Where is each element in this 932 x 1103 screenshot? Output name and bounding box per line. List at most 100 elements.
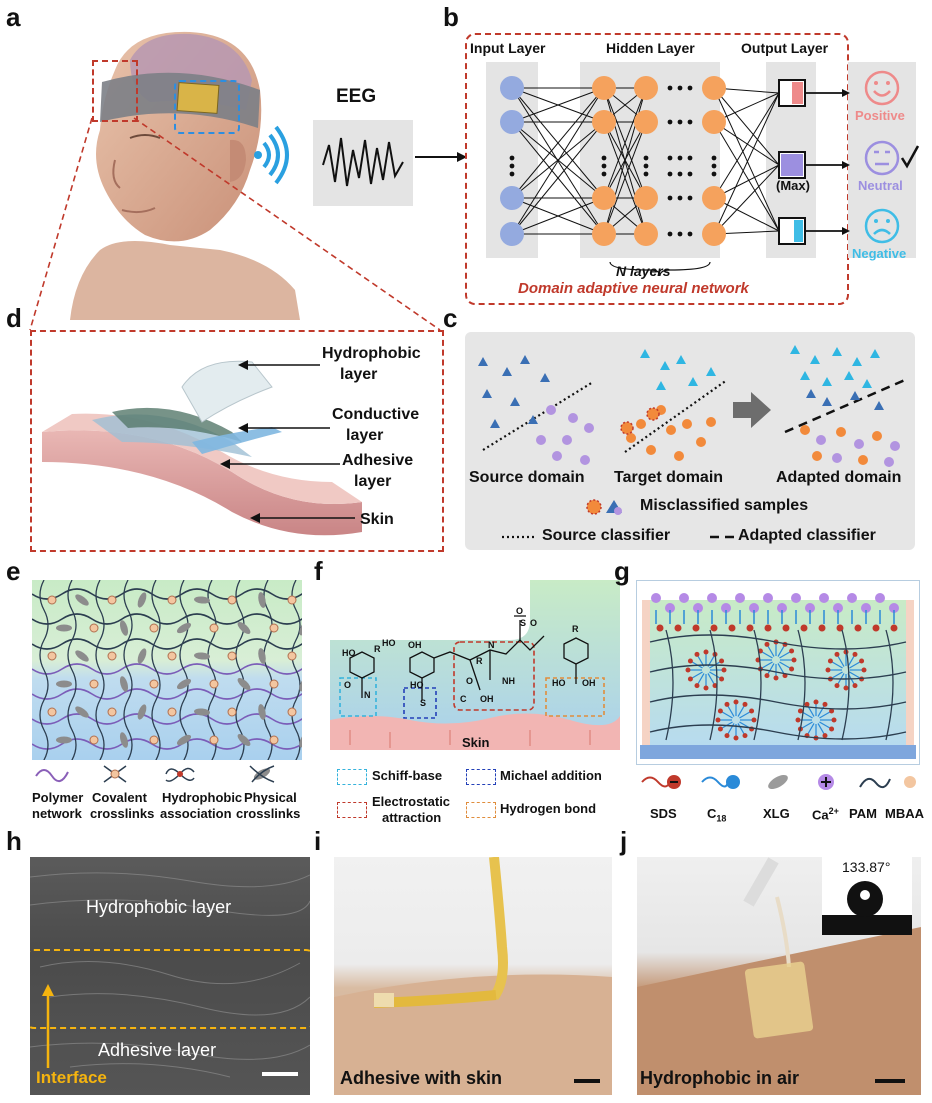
misclassified-marker (586, 499, 622, 515)
sample-dot (816, 435, 826, 445)
svg-text:R: R (374, 644, 381, 654)
schiff-swatch (337, 769, 367, 785)
panel-label-c: c (443, 303, 458, 333)
svg-text:S: S (520, 618, 526, 628)
sample-triangle (852, 357, 862, 366)
sample-triangle (478, 357, 488, 366)
electrostatic-swatch (337, 802, 367, 818)
sample-dot (706, 417, 716, 427)
chip-highlight-blue (174, 80, 240, 134)
adhesive-label-1: Adhesive (342, 452, 414, 469)
sample-triangle (528, 415, 538, 424)
sample-dot (626, 433, 636, 443)
adhesive-label-2: layer (354, 473, 392, 490)
sample-triangle (806, 389, 816, 398)
panel-label-g: g (614, 556, 630, 586)
svg-text:O: O (466, 676, 473, 686)
legend-mbaa: MBAA (885, 806, 924, 821)
panel-label-h: h (6, 826, 22, 856)
schiff-label: Schiff-base (372, 768, 443, 783)
hidden-node (634, 76, 658, 100)
hidden-layer-label: Hidden Layer (606, 40, 695, 56)
classifier-legend-lines (502, 535, 738, 539)
hydrogen-swatch (466, 802, 496, 818)
output-layer-label: Output Layer (741, 40, 829, 56)
output-neutral: Neutral (858, 178, 903, 193)
hidden-node (702, 222, 726, 246)
sample-dot (812, 451, 822, 461)
panel-label-b: b (443, 2, 459, 32)
sample-dot (884, 457, 894, 467)
conductive-label-2: layer (346, 427, 384, 444)
sample-triangle (706, 367, 716, 376)
legend-ca: Ca2+ (812, 806, 839, 823)
sample-dot (636, 419, 646, 429)
svg-text:OH: OH (582, 678, 596, 688)
svg-text:O: O (530, 618, 537, 628)
source-domain-label: Source domain (469, 469, 585, 486)
legend-hydrophobic-2: association (160, 806, 232, 821)
layer-arrows (220, 360, 355, 523)
sample-triangle (874, 401, 884, 410)
legend-xlg: XLG (763, 806, 790, 821)
panel-label-d: d (6, 303, 22, 333)
panel-label-j: j (620, 826, 628, 856)
interface-label: Interface (36, 1068, 107, 1087)
sample-triangle (660, 361, 670, 370)
sample-triangle (688, 377, 698, 386)
sample-dot (832, 453, 842, 463)
adhesive-photo (334, 857, 612, 1095)
adhesive-layer-label-h: Adhesive layer (98, 1040, 217, 1060)
svg-text:R: R (476, 656, 483, 666)
sample-triangle (844, 371, 854, 380)
hydrogel-network-illustration (32, 580, 302, 760)
svg-text:S: S (420, 698, 426, 708)
sample-dot (696, 437, 706, 447)
sample-triangle (656, 381, 666, 390)
network-legend-icons (35, 765, 275, 783)
panel-label-i: i (314, 826, 322, 856)
svg-text:HO: HO (342, 648, 356, 658)
sample-triangle (870, 349, 880, 358)
svg-text:R: R (572, 624, 579, 634)
max-label: (Max) (776, 178, 810, 193)
sample-dot (562, 435, 572, 445)
legend-sds: SDS (650, 806, 677, 821)
panel-label-e: e (6, 556, 21, 586)
sample-dot (552, 451, 562, 461)
interface-highlight (30, 949, 310, 1029)
svg-text:N: N (364, 690, 371, 700)
hidden-node (592, 110, 616, 134)
sample-triangle (832, 347, 842, 356)
contact-angle-inset (822, 857, 912, 935)
sample-dot (674, 451, 684, 461)
michael-label: Michael addition (500, 768, 602, 783)
sample-triangle (850, 391, 860, 400)
adapted-classifier-label: Adapted classifier (738, 527, 876, 544)
skin-label: Skin (360, 511, 394, 528)
hidden-node (634, 222, 658, 246)
sample-dot (546, 405, 556, 415)
wireless-icon (254, 125, 289, 185)
input-node (500, 222, 524, 246)
output-negative: Negative (852, 246, 907, 261)
sample-triangle (862, 379, 872, 388)
legend-pam: PAM (849, 806, 877, 821)
legend-c18: C18 (707, 806, 727, 824)
hidden-node (634, 186, 658, 210)
legend-polymer-2: network (32, 806, 82, 821)
sample-dot (872, 431, 882, 441)
sample-triangle (676, 355, 686, 364)
electrostatic-label-1: Electrostatic (372, 794, 451, 809)
svg-text:HO: HO (552, 678, 566, 688)
electrostatic-label-2: attraction (382, 810, 442, 825)
svg-text:O: O (516, 606, 523, 616)
sample-dot (646, 445, 656, 455)
target-domain-label: Target domain (614, 469, 724, 486)
svg-text:OH: OH (408, 640, 422, 650)
sem-image (30, 857, 310, 1095)
domain-adaptation-plot (478, 345, 906, 467)
hidden-node (702, 110, 726, 134)
conductive-label-1: Conductive (332, 406, 420, 423)
